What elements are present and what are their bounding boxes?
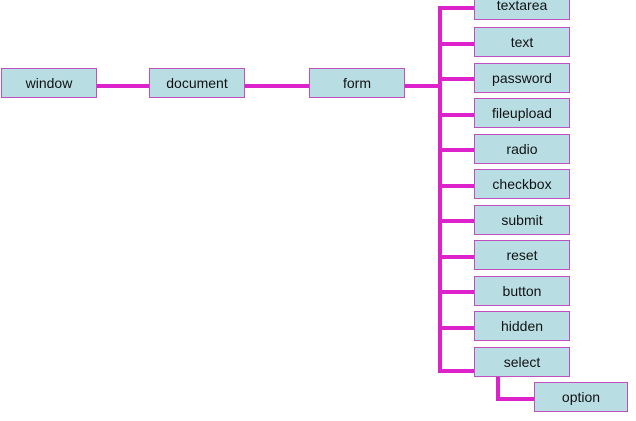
connector-branch-text xyxy=(438,42,475,46)
node-reset: reset xyxy=(474,240,570,270)
node-radio: radio xyxy=(474,134,570,164)
node-option: option xyxy=(534,382,628,412)
connector-branch-hidden xyxy=(438,326,475,330)
connector-form-trunk xyxy=(404,84,440,88)
node-password: password xyxy=(474,63,570,93)
node-fileupload: fileupload xyxy=(474,98,570,128)
connector-branch-select xyxy=(438,369,475,373)
connector-window-document xyxy=(97,84,149,88)
node-textarea: textarea xyxy=(474,0,570,20)
node-text: text xyxy=(474,27,570,57)
node-hidden: hidden xyxy=(474,311,570,341)
connector-select-option-horizontal xyxy=(496,397,535,401)
connector-branch-button xyxy=(438,290,475,294)
connector-branch-radio xyxy=(438,148,475,152)
node-button: button xyxy=(474,276,570,306)
connector-select-option-vertical xyxy=(496,376,500,400)
node-submit: submit xyxy=(474,205,570,235)
connector-branch-submit xyxy=(438,219,475,223)
node-checkbox: checkbox xyxy=(474,169,570,199)
node-form: form xyxy=(309,68,405,98)
node-window: window xyxy=(1,68,97,98)
connector-form-children-spine xyxy=(438,6,442,373)
node-document: document xyxy=(149,68,245,98)
connector-branch-textarea xyxy=(438,6,475,10)
node-select: select xyxy=(474,347,570,377)
connector-document-form xyxy=(245,84,310,88)
connector-branch-checkbox xyxy=(438,184,475,188)
connector-branch-fileupload xyxy=(438,113,475,117)
connector-branch-password xyxy=(438,77,475,81)
connector-branch-reset xyxy=(438,255,475,259)
